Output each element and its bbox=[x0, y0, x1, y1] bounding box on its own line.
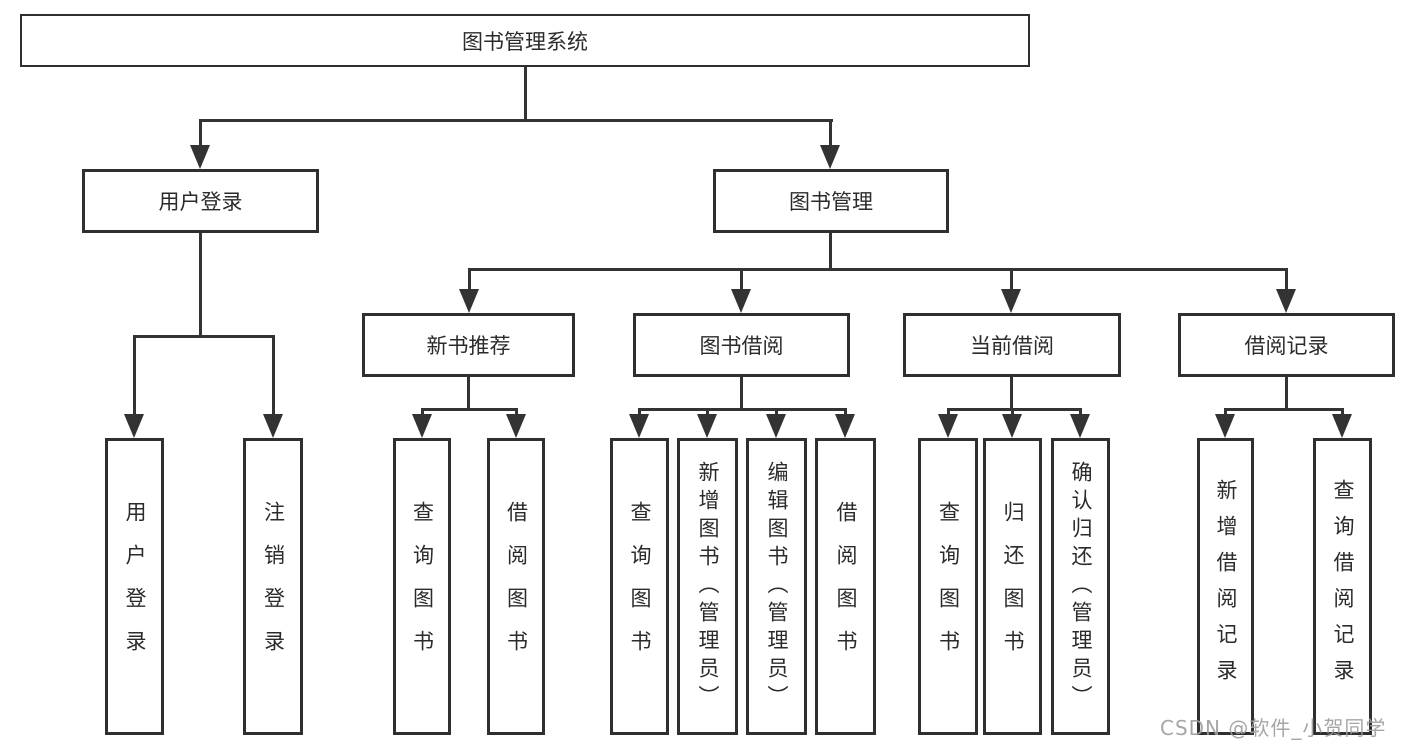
leaf-label: 借阅图书 bbox=[834, 500, 858, 673]
leaf-label: 查询图书 bbox=[936, 500, 961, 673]
connector-new-book-bar bbox=[421, 408, 518, 411]
node-current-borrow: 当前借阅 bbox=[903, 313, 1121, 377]
leaf-label: 查询借阅记录 bbox=[1331, 478, 1355, 695]
arrowhead bbox=[1002, 414, 1022, 438]
arrowhead bbox=[1001, 289, 1021, 313]
connector-leaf-stem bbox=[1224, 408, 1227, 416]
connector-leaf-stem bbox=[515, 408, 518, 416]
connector-leaf-stem bbox=[1079, 408, 1082, 416]
connector-book-mgmt-stem bbox=[829, 233, 832, 271]
connector-leaf-stem bbox=[272, 335, 275, 415]
node-leaf-borrow-books: 借阅图书 bbox=[487, 438, 545, 735]
connector-leaf-stem bbox=[421, 408, 424, 416]
connector-leaf-stem bbox=[1285, 268, 1288, 291]
leaf-label: 注销登录 bbox=[261, 500, 286, 673]
arrowhead bbox=[835, 414, 855, 438]
arrowhead bbox=[1276, 289, 1296, 313]
node-leaf-query-books: 查询图书 bbox=[918, 438, 978, 735]
arrowhead bbox=[124, 414, 144, 438]
arrowhead bbox=[938, 414, 958, 438]
connector-root-stem bbox=[524, 67, 527, 121]
connector-to-user-login bbox=[199, 119, 202, 149]
node-leaf-add-books-admin: 新增图书（管理员） bbox=[677, 438, 738, 735]
node-leaf-add-borrow-record: 新增借阅记录 bbox=[1197, 438, 1254, 735]
connector-leaf-stem bbox=[706, 408, 709, 416]
connector-user-login-stem bbox=[199, 233, 202, 337]
leaf-label: 查询图书 bbox=[628, 500, 652, 673]
node-leaf-query-books: 查询图书 bbox=[610, 438, 669, 735]
leaf-label: 编辑图书（管理员） bbox=[765, 460, 789, 713]
leaf-label: 用户登录 bbox=[123, 500, 147, 673]
leaf-label: 新增借阅记录 bbox=[1214, 478, 1238, 695]
connector-book-mgmt-bar bbox=[468, 268, 1288, 271]
connector-leaf-stem bbox=[775, 408, 778, 416]
arrowhead bbox=[820, 145, 840, 169]
connector-to-book-mgmt bbox=[829, 119, 832, 149]
node-root: 图书管理系统 bbox=[20, 14, 1030, 67]
connector-leaf-stem bbox=[1010, 268, 1013, 291]
connector-current-borrow-stem bbox=[1010, 377, 1013, 411]
connector-book-borrow-bar bbox=[638, 408, 846, 411]
node-leaf-borrow-books: 借阅图书 bbox=[815, 438, 876, 735]
connector-borrow-record-stem bbox=[1285, 377, 1288, 411]
node-leaf-query-books: 查询图书 bbox=[393, 438, 451, 735]
arrowhead bbox=[629, 414, 649, 438]
arrowhead bbox=[190, 145, 210, 169]
node-user-login: 用户登录 bbox=[82, 169, 319, 233]
node-new-book-recommend: 新书推荐 bbox=[362, 313, 575, 377]
connector-new-book-stem bbox=[467, 377, 470, 411]
arrowhead bbox=[412, 414, 432, 438]
connector-leaf-stem bbox=[947, 408, 950, 416]
leaf-label: 确认归还（管理员） bbox=[1069, 460, 1093, 713]
connector-current-borrow-bar bbox=[947, 408, 1082, 411]
connector-book-borrow-stem bbox=[740, 377, 743, 411]
node-leaf-confirm-return-admin: 确认归还（管理员） bbox=[1051, 438, 1110, 735]
node-borrow-record: 借阅记录 bbox=[1178, 313, 1395, 377]
connector-leaf-stem bbox=[1011, 408, 1014, 416]
connector-leaf-stem bbox=[468, 268, 471, 291]
arrowhead bbox=[697, 414, 717, 438]
connector-leaf-stem bbox=[844, 408, 847, 416]
arrowhead bbox=[263, 414, 283, 438]
connector-leaf-stem bbox=[133, 335, 136, 415]
node-leaf-user-login: 用户登录 bbox=[105, 438, 164, 735]
connector-borrow-record-bar bbox=[1224, 408, 1343, 411]
arrowhead bbox=[506, 414, 526, 438]
csdn-watermark: CSDN @软件_小贺同学 bbox=[1160, 716, 1387, 740]
node-book-management: 图书管理 bbox=[713, 169, 949, 233]
leaf-label: 借阅图书 bbox=[504, 500, 529, 673]
connector-root-bar bbox=[199, 119, 833, 122]
leaf-label: 归还图书 bbox=[1001, 500, 1025, 673]
arrowhead bbox=[766, 414, 786, 438]
node-leaf-logout: 注销登录 bbox=[243, 438, 303, 735]
arrowhead bbox=[459, 289, 479, 313]
connector-leaf-stem bbox=[638, 408, 641, 416]
node-leaf-return-books: 归还图书 bbox=[983, 438, 1042, 735]
arrowhead bbox=[1215, 414, 1235, 438]
leaf-label: 查询图书 bbox=[410, 500, 435, 673]
arrowhead bbox=[1332, 414, 1352, 438]
node-leaf-query-borrow-record: 查询借阅记录 bbox=[1313, 438, 1372, 735]
node-leaf-edit-books-admin: 编辑图书（管理员） bbox=[746, 438, 807, 735]
leaf-label: 新增图书（管理员） bbox=[696, 460, 720, 713]
connector-user-login-bar bbox=[133, 335, 275, 338]
connector-leaf-stem bbox=[740, 268, 743, 291]
node-book-borrow: 图书借阅 bbox=[633, 313, 850, 377]
connector-leaf-stem bbox=[1341, 408, 1344, 416]
arrowhead bbox=[1070, 414, 1090, 438]
arrowhead bbox=[731, 289, 751, 313]
